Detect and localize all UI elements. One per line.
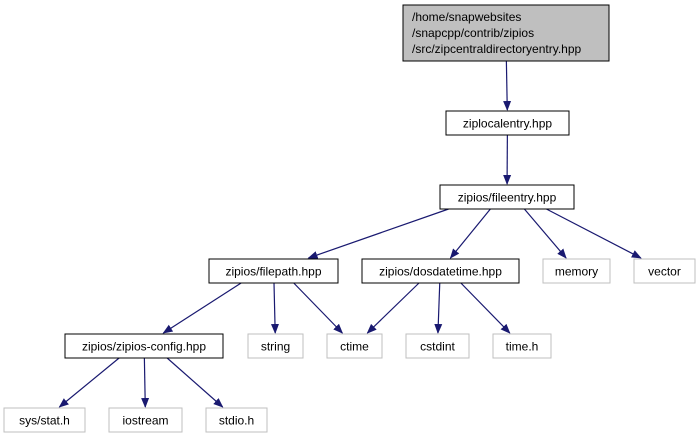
- node-sys-stat-box: [3, 407, 86, 433]
- node-time-h-box: [492, 333, 552, 359]
- edge-zipios-config-to-stdio: [166, 357, 224, 408]
- node-zipios-config[interactable]: zipios/zipios-config.hpp: [64, 333, 224, 359]
- root-line-1: /home/snapwebsites: [412, 10, 521, 24]
- node-vector-box: [633, 258, 696, 284]
- edge-dosdatetime-to-ctime: [366, 282, 420, 334]
- node-dosdatetime-box: [361, 258, 520, 284]
- edge-fileentry-to-filepath: [307, 208, 449, 259]
- node-filepath-label: zipios/filepath.hpp: [225, 265, 321, 279]
- node-stdio-box: [205, 407, 268, 433]
- node-sys-stat-label: sys/stat.h: [19, 414, 70, 428]
- node-ctime[interactable]: ctime: [326, 333, 383, 359]
- root-line-3: /src/zipcentraldirectoryentry.hpp: [412, 42, 582, 56]
- node-memory-box: [542, 258, 611, 284]
- node-vector-label: vector: [648, 265, 681, 279]
- edge-zipios-config-to-iostream: [141, 357, 150, 408]
- node-filepath-box: [208, 258, 339, 284]
- node-ziplocalentry-label: ziplocalentry.hpp: [463, 117, 552, 131]
- edge-filepath-to-ctime: [293, 282, 344, 334]
- node-cstdint-label: cstdint: [420, 340, 455, 354]
- edge-dosdatetime-to-cstdint: [434, 282, 443, 334]
- edge-root-to-ziplocalentry: [503, 60, 512, 111]
- root-line-2: /snapcpp/contrib/zipios: [412, 26, 534, 40]
- edge-fileentry-to-memory: [523, 208, 567, 259]
- node-memory-label: memory: [555, 265, 598, 279]
- node-cstdint-box: [405, 333, 470, 359]
- node-string[interactable]: string: [247, 333, 304, 359]
- node-ctime-box: [326, 333, 383, 359]
- node-stdio[interactable]: stdio.h: [205, 407, 268, 433]
- node-cstdint[interactable]: cstdint: [405, 333, 470, 359]
- node-ziplocalentry[interactable]: ziplocalentry.hpp: [445, 110, 570, 136]
- node-zipios-config-box: [64, 333, 224, 359]
- node-zipios-config-label: zipios/zipios-config.hpp: [82, 340, 206, 354]
- node-root-box: [402, 4, 610, 62]
- node-memory[interactable]: memory: [542, 258, 611, 284]
- node-time-h[interactable]: time.h: [492, 333, 552, 359]
- node-vector[interactable]: vector: [633, 258, 696, 284]
- node-dosdatetime[interactable]: zipios/dosdatetime.hpp: [361, 258, 520, 284]
- edge-dosdatetime-to-time-h: [460, 282, 511, 334]
- node-ziplocalentry-box: [445, 110, 570, 136]
- node-time-h-label: time.h: [506, 340, 539, 354]
- node-iostream-box: [108, 407, 183, 433]
- node-root-file[interactable]: /home/snapwebsites /snapcpp/contrib/zipi…: [402, 4, 610, 62]
- node-filepath[interactable]: zipios/filepath.hpp: [208, 258, 339, 284]
- edge-fileentry-to-dosdatetime: [449, 208, 491, 259]
- edge-filepath-to-zipios-config: [162, 282, 242, 334]
- node-sys-stat[interactable]: sys/stat.h: [3, 407, 86, 433]
- node-stdio-label: stdio.h: [219, 414, 254, 428]
- node-string-box: [247, 333, 304, 359]
- node-dosdatetime-label: zipios/dosdatetime.hpp: [379, 265, 502, 279]
- node-fileentry-box: [439, 184, 575, 210]
- edge-filepath-to-string: [270, 282, 279, 334]
- node-iostream-label: iostream: [122, 414, 168, 428]
- node-string-label: string: [261, 340, 290, 354]
- node-fileentry[interactable]: zipios/fileentry.hpp: [439, 184, 575, 210]
- node-ctime-label: ctime: [340, 340, 369, 354]
- node-iostream[interactable]: iostream: [108, 407, 183, 433]
- edge-zipios-config-to-sys-stat: [58, 357, 120, 408]
- node-fileentry-label: zipios/fileentry.hpp: [458, 191, 557, 205]
- edges-layer: [58, 60, 642, 408]
- edge-fileentry-to-vector: [546, 208, 642, 259]
